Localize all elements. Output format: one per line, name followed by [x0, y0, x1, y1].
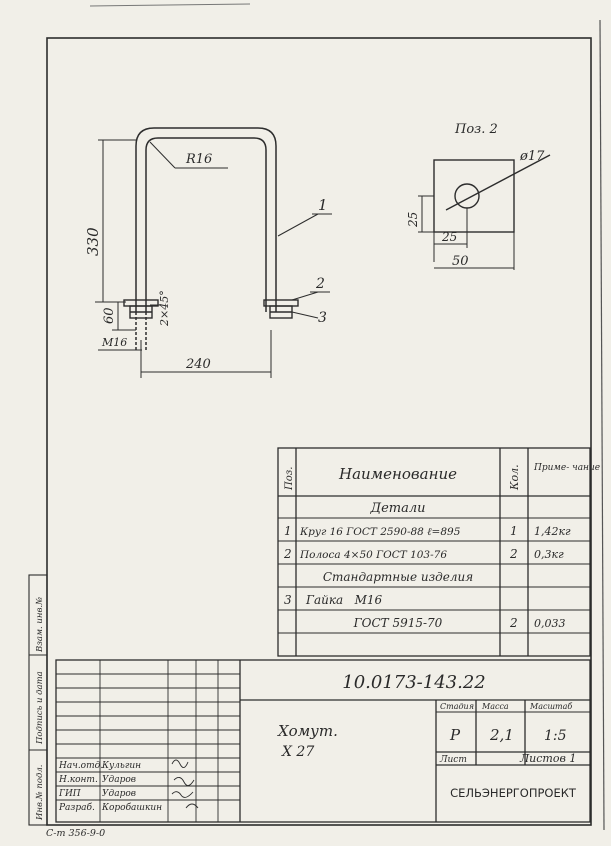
row-2-qty: 2 [509, 547, 518, 561]
row-3-name: Стандартные изделия [323, 570, 473, 584]
spec-table-grid [277, 447, 591, 657]
dim-chamfer: 2×45° [158, 290, 171, 327]
washer-nut-left [123, 299, 159, 319]
bottom-code: С-т 356-9-0 [46, 828, 105, 839]
mass-value: 2,1 [489, 726, 514, 744]
side-stamp-inv: Инв.№ подл. [35, 765, 45, 822]
edge-line-right [599, 19, 605, 831]
side-stamp-sign: Подпись и дата [35, 671, 45, 745]
signer-name-1: Кульгин [101, 761, 141, 771]
sheet-label: Лист [439, 755, 467, 765]
dim-hole: ø17 [519, 149, 545, 164]
title-block-grid [55, 659, 591, 823]
stage-value: Р [449, 726, 461, 744]
header-pos: Поз. [284, 467, 295, 491]
header-name: Наименование [338, 465, 457, 483]
sheets-label: Листов 1 [519, 752, 576, 765]
side-stamp-replace: Взам. инв.№ [35, 597, 45, 653]
leader-r16 [149, 141, 176, 169]
signer-name-3: Ударов [102, 789, 136, 799]
item-code: Х 27 [281, 744, 314, 760]
item-name: Хомут. [277, 722, 338, 740]
plate-pos2 [418, 154, 551, 270]
row-1-pos: 1 [284, 524, 292, 538]
row-2-name: Полоса 4×50 ГОСТ 103-76 [299, 549, 447, 561]
signer-role-2: Н.конт. [58, 775, 98, 785]
row-5-qty: 2 [509, 616, 518, 630]
edge-line-top [89, 3, 251, 7]
row-1-qty: 1 [510, 524, 518, 538]
signer-role-3: ГИП [58, 789, 81, 799]
washer-nut-right [263, 299, 299, 319]
signer-role-1: Нач.отд. [58, 761, 103, 771]
pos2-label: Поз. 2 [454, 122, 498, 137]
header-qty: Кол. [508, 464, 521, 491]
dim-plate-half: 25 [406, 212, 420, 228]
sheet-frame [46, 37, 592, 826]
dim-height: 330 [84, 227, 102, 256]
leader-2 [291, 291, 319, 301]
dim-width: 240 [185, 357, 211, 372]
side-stamp-grid [28, 574, 48, 826]
callout-1: 1 [318, 196, 328, 214]
dim-thread-len: 60 [102, 307, 117, 324]
row-2-note: 0,3кг [534, 548, 564, 561]
dim-plate-side-a: 25 [441, 230, 457, 244]
row-0-name: Детали [370, 501, 426, 516]
leader-1 [277, 213, 319, 237]
row-2-pos: 2 [283, 547, 292, 561]
callout-2: 2 [315, 276, 325, 292]
row-1-note: 1,42кг [534, 525, 571, 538]
row-5-name: ГОСТ 5915-70 [353, 616, 443, 630]
org-name: СЕЛЬЭНЕРГОПРОЕКТ [450, 786, 577, 800]
callout-3: 3 [318, 310, 327, 326]
signer-name-4: Коробашкин [101, 802, 162, 813]
signature-scribbles [171, 759, 199, 809]
scale-label: Масштаб [529, 702, 572, 711]
scale-value: 1:5 [544, 728, 567, 744]
header-note: Приме- чание [533, 463, 600, 473]
dim-thread: M16 [101, 336, 127, 349]
dim-plate-side-b: 50 [452, 254, 469, 269]
signer-name-2: Ударов [102, 775, 136, 785]
leader-3 [291, 311, 319, 319]
row-5-note: 0,033 [534, 617, 566, 630]
stage-label: Стадия [440, 702, 474, 711]
row-1-name: Круг 16 ГОСТ 2590-88 ℓ=895 [299, 526, 461, 538]
mass-label: Масса [481, 702, 509, 711]
signer-role-4: Разраб. [58, 802, 95, 813]
row-4-pos: 3 [284, 593, 292, 607]
doc-number: 10.0173-143.22 [342, 672, 486, 693]
dim-radius: R16 [185, 152, 212, 167]
row-4-name: Гайка М16 [305, 593, 383, 607]
